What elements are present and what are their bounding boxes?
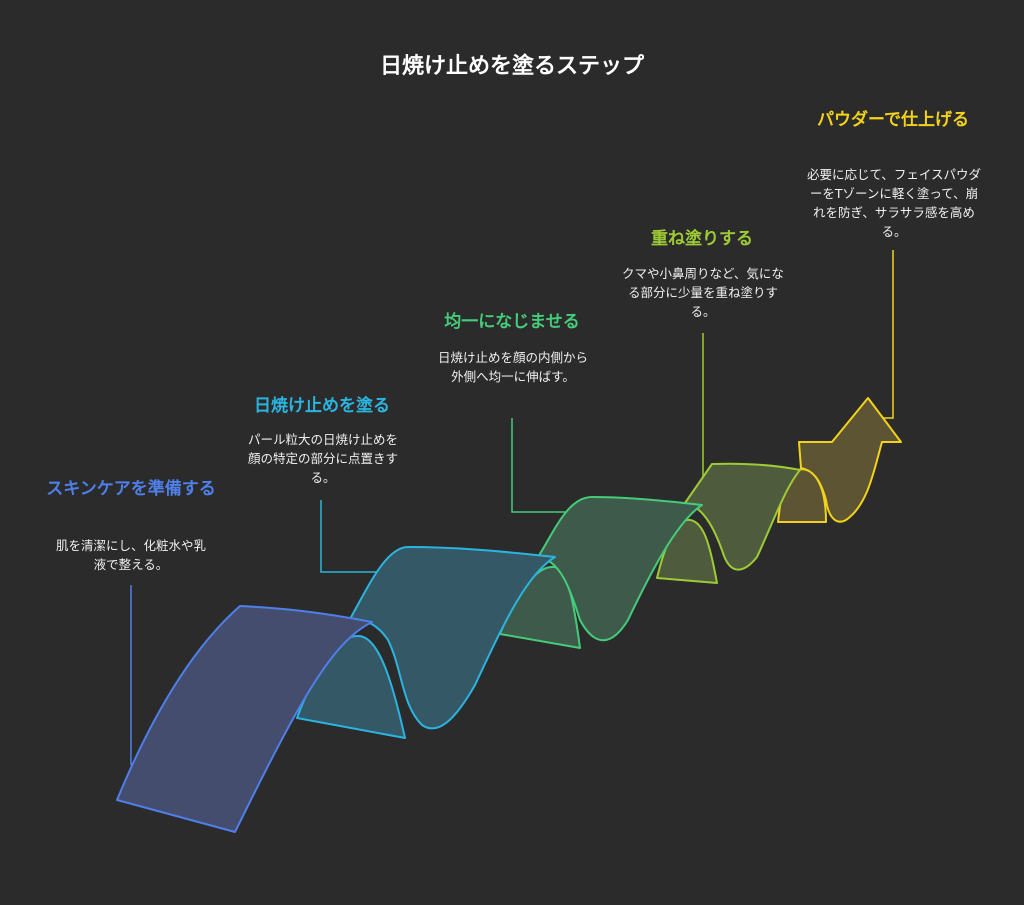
step-5-title: パウダーで仕上げる bbox=[817, 110, 969, 130]
diagram-title: 日焼け止めを塗るステップ bbox=[379, 54, 644, 79]
step-5-description: 必要に応じて、フェイスパウダーをTゾーンに軽く塗って、崩れを防ぎ、サラサラ感を高… bbox=[806, 167, 981, 239]
step-1-description: 肌を清潔にし、化粧水や乳液で整える。 bbox=[55, 538, 206, 572]
ribbon-step-3-upper bbox=[537, 496, 703, 642]
ribbon-step-4-upper bbox=[684, 462, 801, 571]
step-4-title: 重ね塗りする bbox=[651, 229, 753, 249]
connector-line-step-3 bbox=[511, 418, 570, 513]
step-2-description: パール粒大の日焼け止めを顔の特定の部分に点置きする。 bbox=[247, 432, 398, 485]
step-3-description: 日焼け止めを顔の内側から外側へ均一に伸ばす。 bbox=[437, 350, 588, 384]
ribbon-step-2-upper bbox=[349, 546, 556, 730]
ribbon-step-1 bbox=[116, 605, 373, 833]
ribbon-step-5-arrow bbox=[798, 397, 902, 523]
step-3-title: 均一になじませる bbox=[444, 312, 580, 332]
connector-line-step-2 bbox=[320, 500, 382, 573]
step-1-title: スキンケアを準備する bbox=[46, 479, 216, 499]
step-4-description: クマや小鼻周りなど、気になる部分に少量を重ね塗りする。 bbox=[622, 266, 784, 319]
connector-line-step-5 bbox=[880, 250, 894, 419]
step-2-title: 日焼け止めを塗る bbox=[254, 396, 390, 416]
